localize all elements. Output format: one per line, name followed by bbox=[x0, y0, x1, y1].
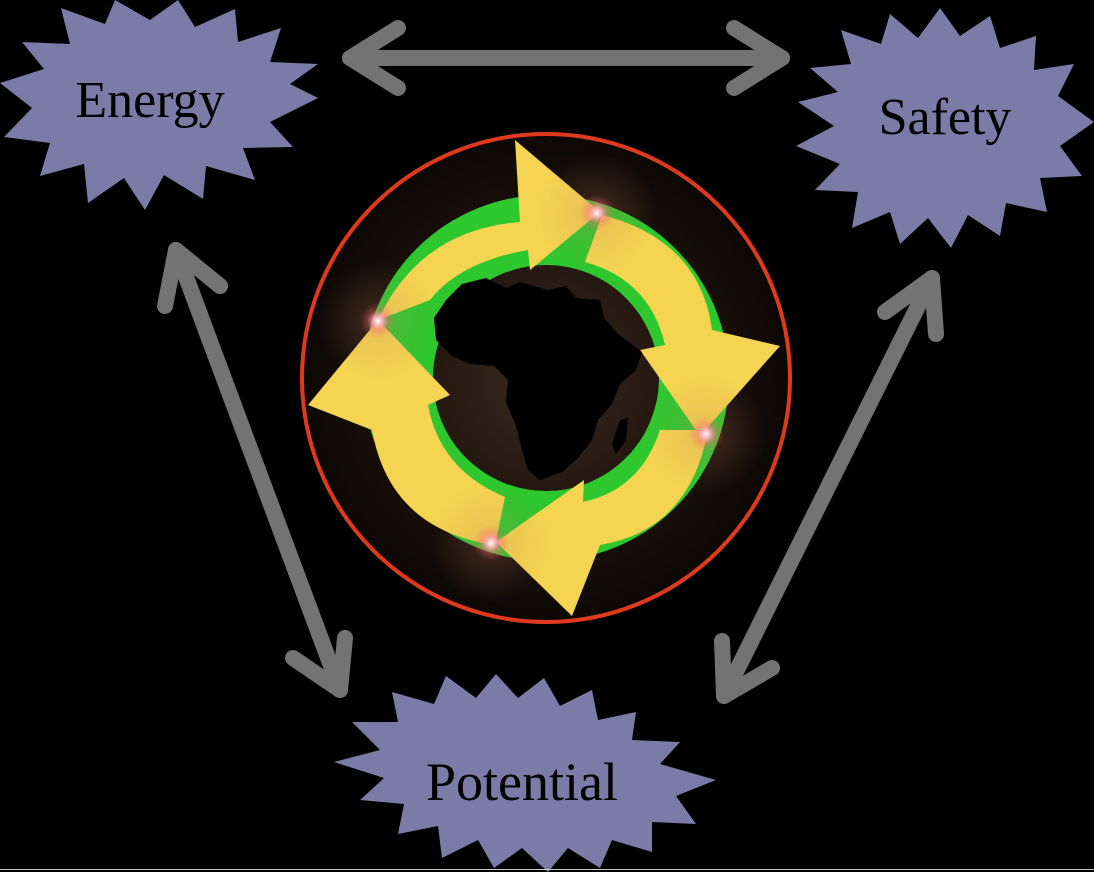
arrow-safety-potential bbox=[714, 270, 944, 704]
lens-flares bbox=[318, 153, 766, 603]
arrow-energy-potential bbox=[157, 242, 353, 698]
node-safety: Safety bbox=[796, 8, 1094, 248]
madagascar bbox=[612, 418, 628, 454]
safety-starburst bbox=[796, 8, 1094, 248]
arrow-energy-safety bbox=[342, 20, 790, 96]
node-potential: Potential bbox=[334, 674, 716, 872]
energy-label: Energy bbox=[75, 72, 224, 129]
safety-label: Safety bbox=[879, 89, 1012, 146]
energy-starburst bbox=[0, 0, 318, 210]
connector-arrows bbox=[157, 20, 944, 704]
africa-cycle-globe-icon bbox=[300, 132, 792, 624]
node-energy: Energy bbox=[0, 0, 318, 210]
potential-label: Potential bbox=[426, 752, 618, 812]
africa-continent bbox=[434, 278, 642, 480]
potential-starburst bbox=[334, 674, 716, 872]
bottom-rule bbox=[0, 869, 1094, 870]
